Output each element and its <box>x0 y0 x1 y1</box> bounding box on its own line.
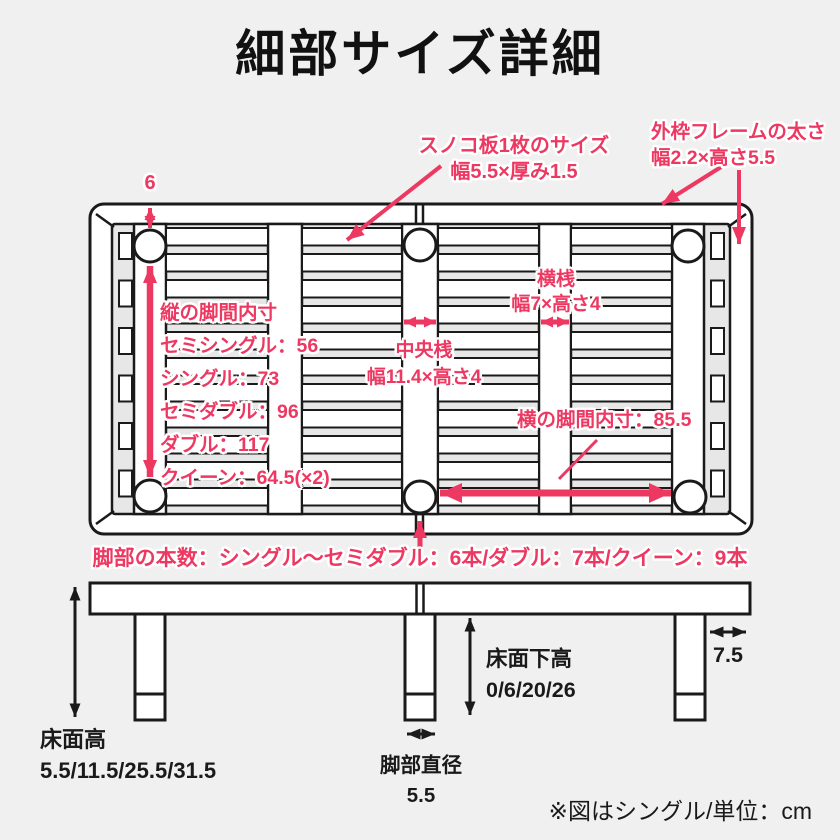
slat-board <box>165 279 269 299</box>
leg-circle <box>402 479 438 515</box>
center-rail-label: 中央桟 幅11.4×高さ4 <box>366 340 482 388</box>
slat-board <box>118 232 133 260</box>
slat-board <box>570 409 673 429</box>
leg-count-label: 脚部の本数：シングル〜セミダブル：6本/ダブル：7本/クイーン：9本 <box>92 547 748 570</box>
slat-board <box>570 357 673 377</box>
slat-label-arrow <box>345 164 443 242</box>
leg <box>673 612 707 722</box>
leg-circle <box>402 227 438 263</box>
slat-board <box>710 279 725 308</box>
slat-board <box>710 232 725 260</box>
leg-diameter-label: 脚部直径 5.5 <box>380 754 462 807</box>
slat-board <box>118 374 133 403</box>
slat-board <box>437 305 540 325</box>
slat-board <box>570 461 673 481</box>
leg <box>133 612 167 722</box>
leg-circle <box>132 228 168 264</box>
horizontal-leg-span-label: 横の脚間内寸：85.5 <box>517 409 692 431</box>
black-dimension-arrows <box>69 587 746 740</box>
slat-board <box>165 331 269 351</box>
outer-frame-arrow-diagonal <box>660 165 723 206</box>
slat-board <box>437 461 540 481</box>
slat-board <box>570 305 673 325</box>
slat-board <box>437 383 540 403</box>
slat-board <box>301 435 403 455</box>
slat-board <box>437 357 540 377</box>
floor-height-label: 床面高 5.5/11.5/25.5/31.5 <box>40 727 217 783</box>
slat-board <box>118 327 133 355</box>
slat-size-label: スノコ板1枚のサイズ 幅5.5×厚み1.5 <box>418 135 610 183</box>
slat-board <box>710 374 725 403</box>
slat-board <box>301 461 403 481</box>
slat-board <box>437 253 540 273</box>
pink-dimension-arrows <box>143 164 746 552</box>
vertical-leg-span-label: 縦の脚間内寸 セミシングル：56 シングル：73 セミダブル：96 ダブル：11… <box>160 302 330 489</box>
leg-circle <box>672 479 708 515</box>
leg-circle <box>670 228 706 264</box>
slat-board <box>165 357 269 377</box>
slat-board <box>570 331 673 351</box>
leg-span-connector-line <box>557 438 599 481</box>
slat-board <box>301 383 403 403</box>
slat-board <box>710 422 725 450</box>
leg-circle <box>132 478 168 514</box>
slat-board <box>437 409 540 429</box>
slat-board <box>570 253 673 273</box>
slat-board <box>165 461 269 481</box>
slat-board <box>165 409 269 429</box>
slat-board <box>301 305 403 325</box>
page-title: 細部サイズ詳細 <box>235 26 605 82</box>
slat-board <box>301 253 403 273</box>
legs-top-view <box>132 227 708 515</box>
slat-board <box>165 227 269 247</box>
slat-board <box>301 357 403 377</box>
cross-rail-label: 横桟 幅7×高さ4 <box>511 269 601 315</box>
slat-board <box>118 279 133 308</box>
slat-board <box>437 331 540 351</box>
right-leg-rail <box>670 222 706 516</box>
slat-board <box>165 305 269 325</box>
slat-board <box>437 279 540 299</box>
slat-board <box>301 279 403 299</box>
slat-board <box>437 227 540 247</box>
slat-board <box>570 383 673 403</box>
slat-board <box>165 383 269 403</box>
unit-note: ※図はシングル/単位：cm <box>548 798 812 824</box>
leg <box>403 612 437 722</box>
slat-board <box>301 487 403 507</box>
slat-board <box>570 279 673 299</box>
slat-board <box>301 409 403 429</box>
side-edge-offset-label: 7.5 <box>713 643 743 667</box>
slat-board <box>437 435 540 455</box>
top-gap-dimension: 6 <box>144 172 156 194</box>
slat-end-tabs <box>118 232 725 498</box>
slat-board <box>118 469 133 498</box>
slat-board <box>165 253 269 273</box>
outer-frame-size-label: 外枠フレームの太さ 幅2.2×高さ5.5 <box>651 121 826 169</box>
slat-boards <box>165 227 673 507</box>
slat-board <box>570 227 673 247</box>
slat-board <box>165 435 269 455</box>
under-floor-height-label: 床面下高 0/6/20/26 <box>486 647 576 702</box>
slat-board <box>118 422 133 450</box>
bed-side-view <box>88 581 752 722</box>
legs-side-view <box>133 612 707 722</box>
slat-board <box>301 331 403 351</box>
slat-board <box>710 469 725 498</box>
slat-board <box>710 327 725 355</box>
bed-top-view <box>88 202 754 536</box>
